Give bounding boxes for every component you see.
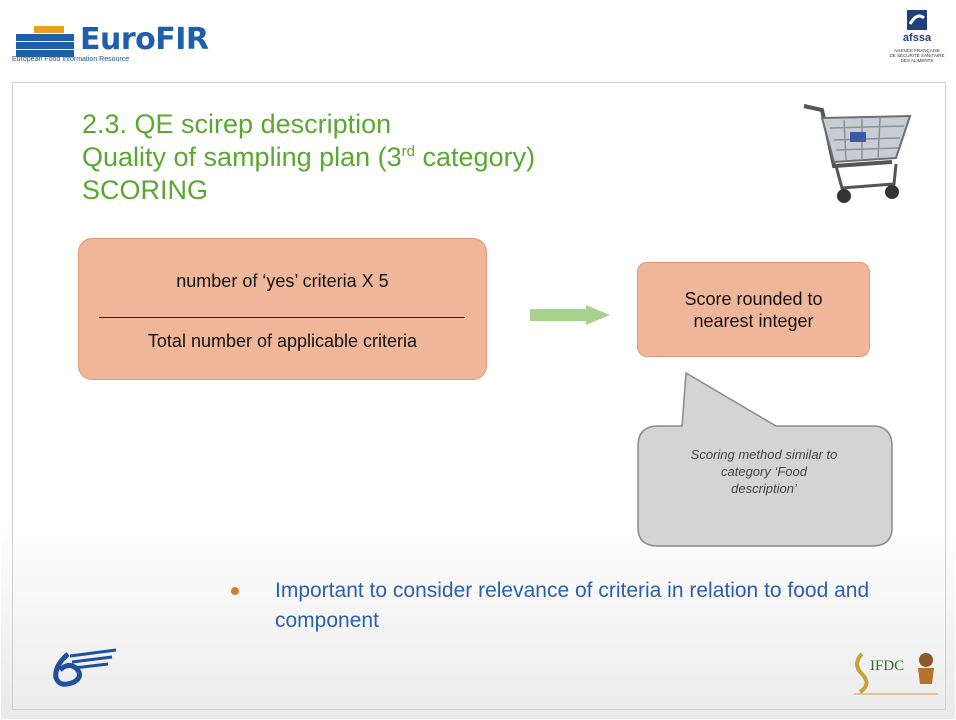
callout-bubble [637,371,893,547]
brand-subtitle: European Food Information Resource [12,56,130,63]
fraction-bar [99,317,465,318]
brand-name: EuroFIR [80,22,209,57]
bullet-text: Important to consider relevance of crite… [275,579,870,632]
ifdc-label: IFDC [870,658,905,674]
title-line-1: 2.3. QE scirep description [82,109,392,139]
formula-box: number of ‘yes’ criteria X 5 Total numbe… [78,238,487,380]
title-line-2-text: Quality of sampling plan (3 [82,142,402,172]
shopping-cart-icon [803,104,912,203]
slide-title: 2.3. QE scirep description Quality of sa… [82,108,722,207]
callout-line-1: Scoring method similar to [690,447,838,462]
afssa-emblem-icon [907,10,927,30]
callout-line-2: category ‘Food [721,464,807,479]
partner-text: AGENCE FRANÇAISE DE SÉCURITÉ SANITAIRE D… [886,48,948,63]
fp6-logo [53,648,117,687]
callout-line-3: description’ [731,481,797,496]
result-text: Score rounded to nearest integer [638,288,869,332]
bullet-dot-icon [231,587,239,595]
title-line-2-superscript: rd [401,143,416,160]
partner-line-2: DE SÉCURITÉ SANITAIRE [889,53,945,58]
arrow-right-icon [530,305,610,325]
eurofir-logo: EuroFIR European Food Information Resour… [10,22,220,66]
formula-denominator: Total number of applicable criteria [147,331,418,351]
result-box: Score rounded to nearest integer [637,262,870,357]
callout-text: Scoring method similar to category ‘Food… [648,446,880,497]
title-line-2-suffix: category) [415,142,536,172]
slide-header: EuroFIR European Food Information Resour… [0,0,956,80]
eurofir-bars-icon [16,24,74,58]
formula-numerator: number of ‘yes’ criteria X 5 [176,271,389,291]
title-line-2: Quality of sampling plan (3rd category) [82,141,722,174]
partner-line-3: DES ALIMENTS [900,58,934,63]
result-line-2: nearest integer [693,311,814,331]
ifdc-emblem-icon [854,652,938,695]
ifdc-logo: IFDC [848,644,942,698]
result-line-1: Score rounded to [684,289,823,309]
partner-name: afssa [902,32,932,44]
afssa-logo: afssa AGENCE FRANÇAISE DE SÉCURITÉ SANIT… [886,6,948,76]
content-panel [12,82,946,710]
title-line-3: SCORING [82,175,209,205]
partner-line-1: AGENCE FRANÇAISE [893,48,940,53]
